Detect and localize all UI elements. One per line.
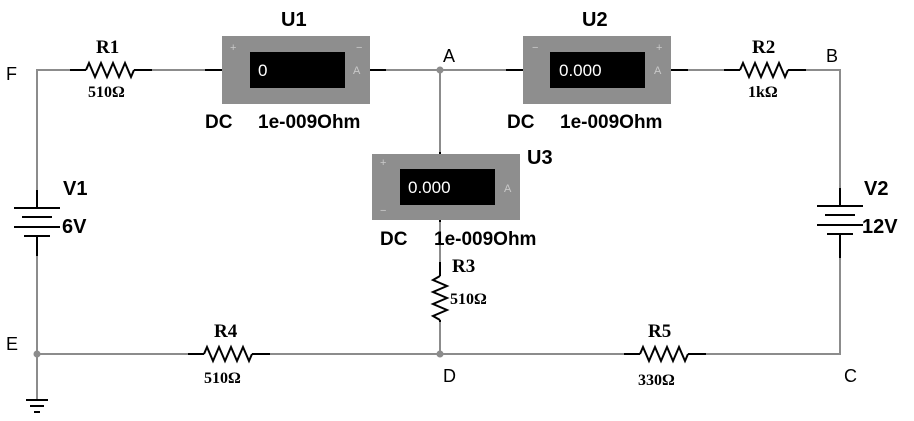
junction-a	[436, 66, 444, 74]
junction-e	[33, 350, 41, 358]
ammeter-u3-mode: DC	[380, 229, 408, 250]
resistor-r3-symbol	[430, 275, 450, 321]
ammeter-u1-minus-icon: −	[356, 42, 362, 54]
wire-f-v1	[36, 69, 70, 190]
resistor-r4[interactable]: R4 510Ω	[188, 321, 270, 387]
node-label-f: F	[6, 64, 17, 84]
node-label-c: C	[844, 366, 857, 386]
ammeter-u3[interactable]: 0.000 + − A U3 DC 1e-009Ohm	[372, 147, 553, 250]
node-label-d: D	[443, 366, 456, 386]
wire-v2-c	[706, 258, 841, 355]
ammeter-u2[interactable]: 0.000 − + A U2 DC 1e-009Ohm	[506, 9, 688, 133]
ammeter-u3-reading: 0.000	[408, 178, 451, 197]
battery-v2-value: 12V	[862, 216, 898, 238]
node-label-e: E	[6, 334, 18, 354]
wire-r2-b-v2	[806, 69, 841, 188]
node-label-b: B	[826, 46, 838, 66]
resistor-r5[interactable]: R5 330Ω	[624, 321, 706, 389]
ammeter-u2-minus-icon: −	[532, 42, 538, 54]
battery-v2-name: V2	[864, 178, 888, 200]
ammeter-u2-reading: 0.000	[559, 61, 602, 80]
ammeter-u3-minus-icon: −	[380, 205, 386, 217]
resistor-r1-symbol	[85, 60, 135, 80]
resistor-r4-value: 510Ω	[204, 370, 241, 387]
wires	[36, 69, 841, 400]
battery-v2[interactable]: V2 12V	[817, 178, 898, 258]
resistor-r2-value: 1kΩ	[748, 84, 778, 101]
ammeter-u2-unit: A	[654, 65, 662, 77]
battery-v1-name: V1	[63, 178, 87, 200]
resistor-r4-name: R4	[214, 321, 238, 342]
resistor-r5-value: 330Ω	[638, 372, 675, 389]
ammeter-u2-name: U2	[582, 9, 608, 31]
ammeter-u2-plus-icon: +	[656, 42, 662, 54]
ammeter-u1-display	[250, 52, 345, 88]
ammeter-u3-resistance: 1e-009Ohm	[434, 229, 536, 250]
ammeter-u1-unit: A	[353, 65, 361, 77]
ammeter-u1-resistance: 1e-009Ohm	[258, 112, 360, 133]
resistor-r2-name: R2	[752, 37, 775, 58]
ammeter-u3-name: U3	[527, 147, 553, 169]
resistor-r4-symbol	[203, 344, 253, 364]
ammeter-u1[interactable]: 0 + − A U1 DC 1e-009Ohm	[205, 9, 386, 133]
ammeter-u1-plus-icon: +	[230, 42, 236, 54]
ammeter-u1-name: U1	[281, 9, 307, 31]
resistor-r3-value: 510Ω	[450, 291, 487, 308]
resistor-r1-name: R1	[96, 37, 119, 58]
resistor-r1[interactable]: R1 510Ω	[70, 37, 152, 101]
ammeter-u2-mode: DC	[507, 112, 535, 133]
ammeter-u3-display	[400, 169, 495, 205]
resistor-r2[interactable]: R2 1kΩ	[724, 37, 806, 101]
junction-d	[436, 350, 444, 358]
resistor-r3-name: R3	[452, 256, 475, 277]
resistor-r5-name: R5	[648, 321, 671, 342]
resistor-r5-symbol	[639, 344, 689, 364]
ammeter-u3-plus-icon: +	[380, 157, 386, 169]
resistor-r2-symbol	[739, 60, 789, 80]
ground-icon	[26, 399, 48, 413]
ammeter-u1-mode: DC	[205, 112, 233, 133]
ammeter-u2-resistance: 1e-009Ohm	[560, 112, 662, 133]
resistor-r1-value: 510Ω	[88, 84, 125, 101]
node-label-a: A	[443, 46, 455, 66]
ammeter-u2-display	[550, 52, 645, 88]
resistor-r3[interactable]: R3 510Ω	[430, 256, 487, 322]
battery-v1-value: 6V	[62, 216, 87, 238]
ammeter-u3-unit: A	[504, 183, 512, 195]
ammeter-u1-reading: 0	[258, 61, 267, 80]
battery-v1[interactable]: V1 6V	[14, 178, 87, 256]
